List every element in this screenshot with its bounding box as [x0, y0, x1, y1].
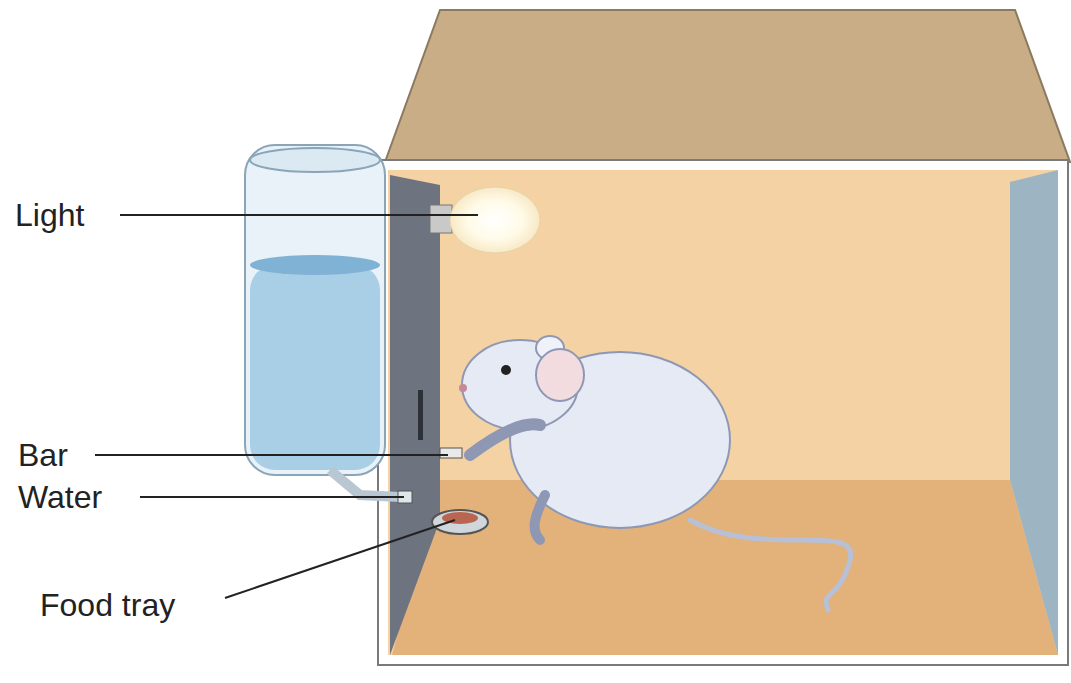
water-surface	[250, 255, 380, 275]
water-bottle	[245, 145, 385, 475]
part-label: Water	[18, 481, 102, 513]
box-frame	[383, 165, 1063, 660]
bottle-cap	[250, 148, 380, 172]
light-bulb	[450, 187, 540, 253]
part-label: Bar	[18, 439, 68, 471]
mouse-arm	[470, 424, 540, 455]
mouse-tail	[690, 520, 851, 610]
leader-line	[120, 214, 478, 216]
box-frame-outline	[378, 160, 1068, 665]
back-wall	[388, 168, 1060, 658]
mouse-eye	[501, 365, 511, 375]
panel-slot	[418, 390, 423, 440]
box-floor	[392, 480, 1058, 655]
leader-line	[140, 496, 404, 498]
part-label: Food tray	[40, 589, 175, 621]
right-wall	[1010, 170, 1058, 655]
food-tray	[432, 510, 488, 534]
lever-panel	[390, 175, 440, 655]
lever-bar	[440, 448, 462, 458]
mouse-leg	[535, 495, 545, 540]
leader-line	[95, 454, 448, 456]
part-label: Light	[15, 199, 84, 231]
mouse-nose	[459, 384, 467, 392]
water-spout	[330, 470, 400, 497]
mouse-ear	[536, 349, 584, 401]
leader-line	[225, 520, 455, 598]
box-lid	[385, 10, 1070, 162]
bottle-water	[250, 265, 380, 470]
bulb-socket	[430, 205, 452, 233]
